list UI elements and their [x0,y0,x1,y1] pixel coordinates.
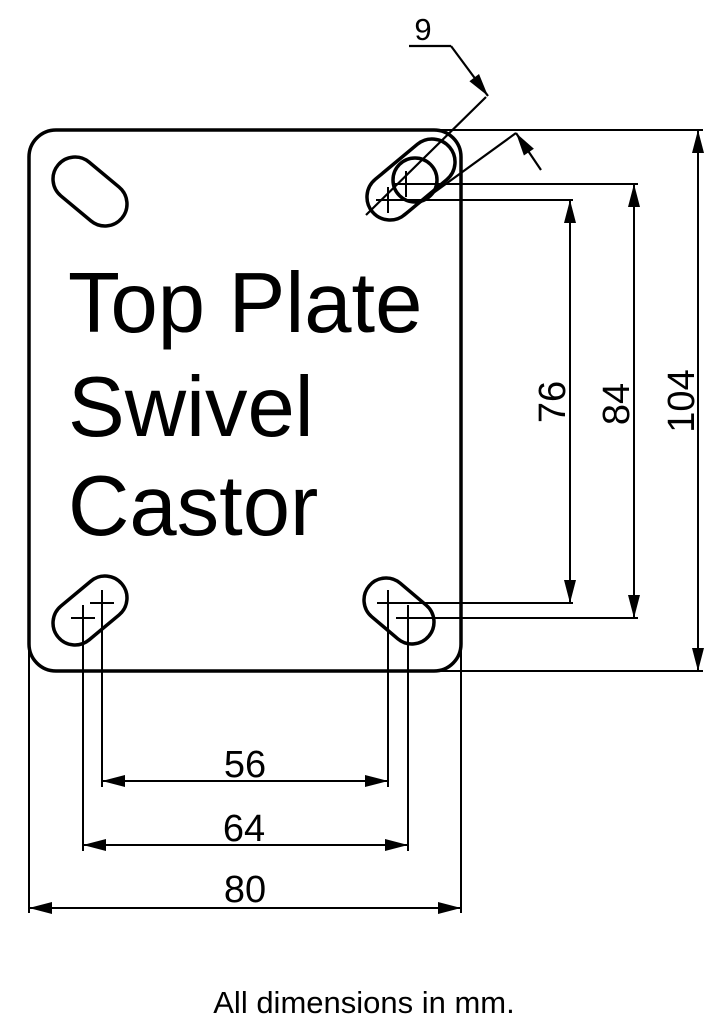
arrow-76-bottom-icon [564,580,576,603]
arrow-56-right-icon [365,775,388,787]
arrow-80-left-icon [29,902,52,914]
arrow-80-right-icon [438,902,461,914]
slot-top-left [51,155,129,228]
arrow-76-top-icon [564,200,576,223]
dim-label-80: 80 [224,869,266,911]
slot-bottom-left [51,574,129,647]
dim-label-hole-diameter: 9 [414,12,431,47]
dim-label-104: 104 [661,369,703,432]
dim-label-84: 84 [596,383,638,425]
bolt-hole-circle [391,156,439,204]
plate-title-line3: Castor [68,459,318,554]
arrow-84-bottom-icon [628,595,640,618]
slot-width-arrowhead-icon [516,133,534,156]
slot-top-right [365,137,457,222]
plate-title-line1: Top Plate [68,256,422,351]
dim-label-76: 76 [532,381,574,423]
arrow-104-top-icon [692,130,704,153]
dim-label-64: 64 [223,808,265,850]
arrow-56-left-icon [102,775,125,787]
arrow-64-right-icon [385,839,408,851]
dimensions-note: All dimensions in mm. [213,985,514,1020]
slot-side-extension-line [402,132,517,216]
leader-9-arrowhead-icon [469,74,488,96]
slot-axis-extension-line [365,96,487,216]
plate-outline [27,128,463,673]
plate-title-line2: Swivel [68,360,314,455]
slot-bottom-right [362,576,436,646]
arrow-104-bottom-icon [692,648,704,671]
arrow-84-top-icon [628,184,640,207]
dim-label-56: 56 [224,744,266,786]
arrow-64-left-icon [83,839,106,851]
